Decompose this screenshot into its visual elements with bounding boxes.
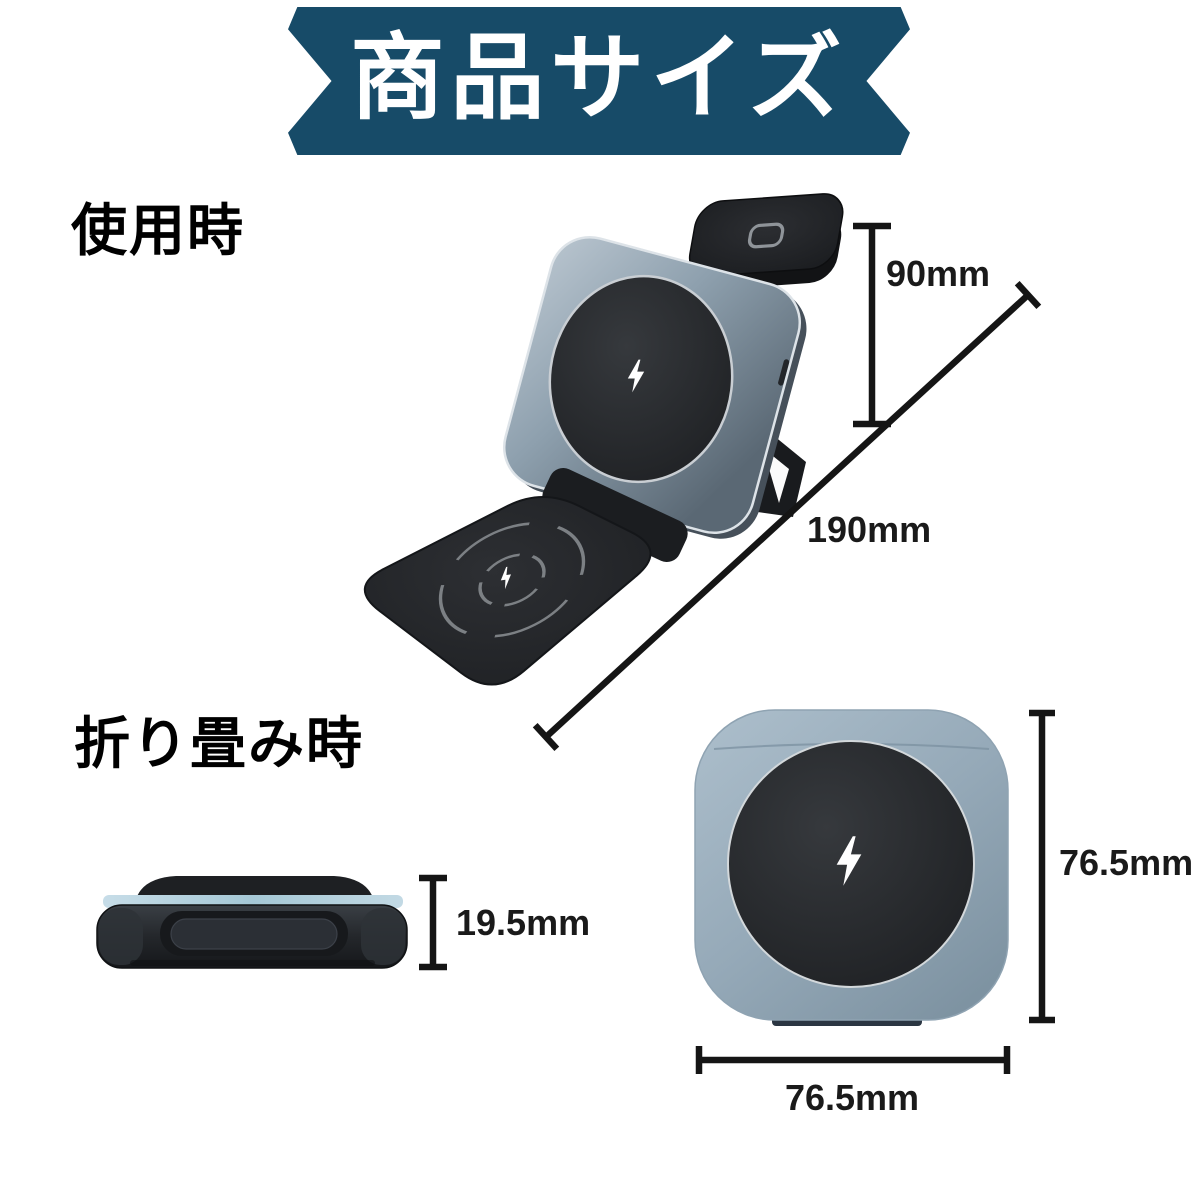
product-size-banner: 商品サイズ (288, 7, 910, 155)
dimension-label-76-5mm-height: 76.5mm (1059, 842, 1194, 883)
dimension-19-5mm-line (419, 874, 447, 971)
folded-front-view-illustration (694, 709, 1009, 1026)
dimension-label-190mm: 190mm (807, 509, 932, 550)
in-use-product-illustration (363, 193, 844, 686)
charging-guide-arcs (438, 522, 586, 638)
dimension-76-5mm-height-line (1029, 709, 1055, 1024)
dimension-label-76-5mm-width: 76.5mm (784, 1077, 920, 1118)
banner-title: 商品サイズ (350, 25, 848, 130)
dimension-label-90mm: 90mm (886, 253, 991, 294)
section-label-in-use: 使用時 (71, 199, 245, 262)
usb-port-slot (778, 359, 790, 386)
hinge (542, 467, 688, 563)
folded-side-view-illustration (96, 876, 408, 969)
dimension-76-5mm-width-line (695, 1046, 1011, 1074)
section-label-folded: 折り畳み時 (74, 712, 364, 775)
earbuds-charging-pad (363, 496, 652, 686)
dimension-label-19-5mm: 19.5mm (456, 902, 591, 943)
dimension-190mm-line (532, 281, 1042, 751)
watch-outline-icon (747, 222, 785, 249)
magsafe-charging-circle (548, 274, 734, 484)
